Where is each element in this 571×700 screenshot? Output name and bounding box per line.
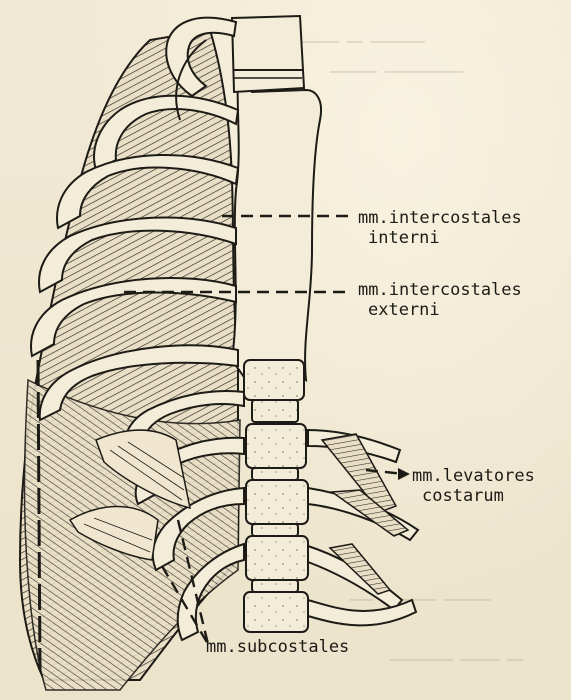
leader-arrowhead bbox=[398, 468, 410, 480]
sternum bbox=[232, 70, 321, 380]
label-intercostales-interni: mm.intercostales interni bbox=[358, 208, 522, 248]
label-intercostales-externi-line2: externi bbox=[358, 300, 522, 320]
label-subcostales-line1: mm.subcostales bbox=[206, 637, 349, 657]
label-subcostales: mm.subcostales bbox=[206, 637, 349, 657]
label-levatores-costarum-line2: costarum bbox=[412, 486, 535, 506]
label-levatores-costarum: mm.levatores costarum bbox=[412, 466, 535, 506]
manubrium bbox=[232, 16, 304, 92]
label-intercostales-interni-line2: interni bbox=[358, 228, 522, 248]
vertebral-column bbox=[244, 360, 308, 632]
label-intercostales-interni-line1: mm.intercostales bbox=[358, 208, 522, 228]
label-levatores-costarum-line1: mm.levatores bbox=[412, 466, 535, 486]
label-intercostales-externi-line1: mm.intercostales bbox=[358, 280, 522, 300]
label-intercostales-externi: mm.intercostales externi bbox=[358, 280, 522, 320]
